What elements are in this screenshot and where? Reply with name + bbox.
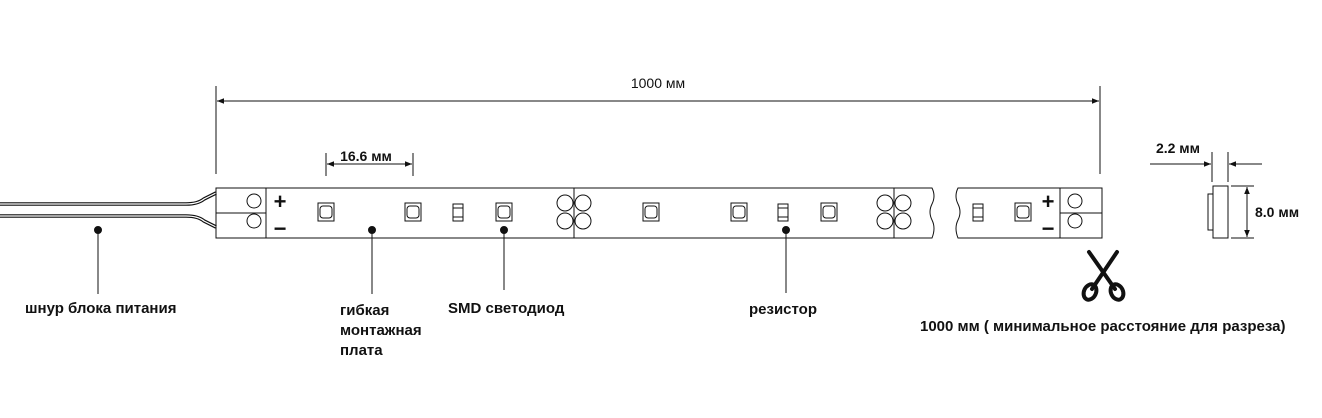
contact-pads [246,193,1083,230]
smd-led [1014,202,1032,222]
plus-sign-left: + [274,189,287,214]
cut-distance-label: 1000 мм ( минимальное расстояние для раз… [920,318,1285,335]
board-label-line3: плата [340,342,383,359]
smd-led [820,202,838,222]
smd-led [730,202,748,222]
power-cord-label: шнур блока питания [25,300,176,317]
power-cord-wires [0,191,217,229]
led-pitch-label: 16.6 мм [340,148,392,164]
minus-sign-right: − [1042,216,1055,241]
resistors [452,203,984,222]
thickness-dimension [1150,152,1262,182]
leader-lines [94,226,790,294]
plus-sign-right: + [1042,189,1055,214]
smd-led [317,202,335,222]
total-length-label: 1000 мм [631,75,685,91]
minus-sign-left: − [274,216,287,241]
smd-led-label: SMD светодиод [448,300,565,317]
resistor [452,203,464,222]
smd-led [495,202,513,222]
resistor [972,203,984,222]
board-label-line1: гибкая [340,302,389,319]
board-label-line2: монтажная [340,322,422,339]
led-pitch-dimension [325,153,414,176]
resistor [777,203,789,222]
scissors-icon [1081,250,1126,302]
smd-led [642,202,660,222]
smd-leds [317,202,1032,222]
cross-section [1207,185,1229,239]
width-label: 8.0 мм [1255,204,1299,220]
resistor-label: резистор [749,301,817,318]
thickness-label: 2.2 мм [1156,140,1200,156]
smd-led [404,202,422,222]
width-dimension [1231,185,1254,239]
flexible-board [215,187,1103,239]
total-length-dimension [215,86,1101,174]
